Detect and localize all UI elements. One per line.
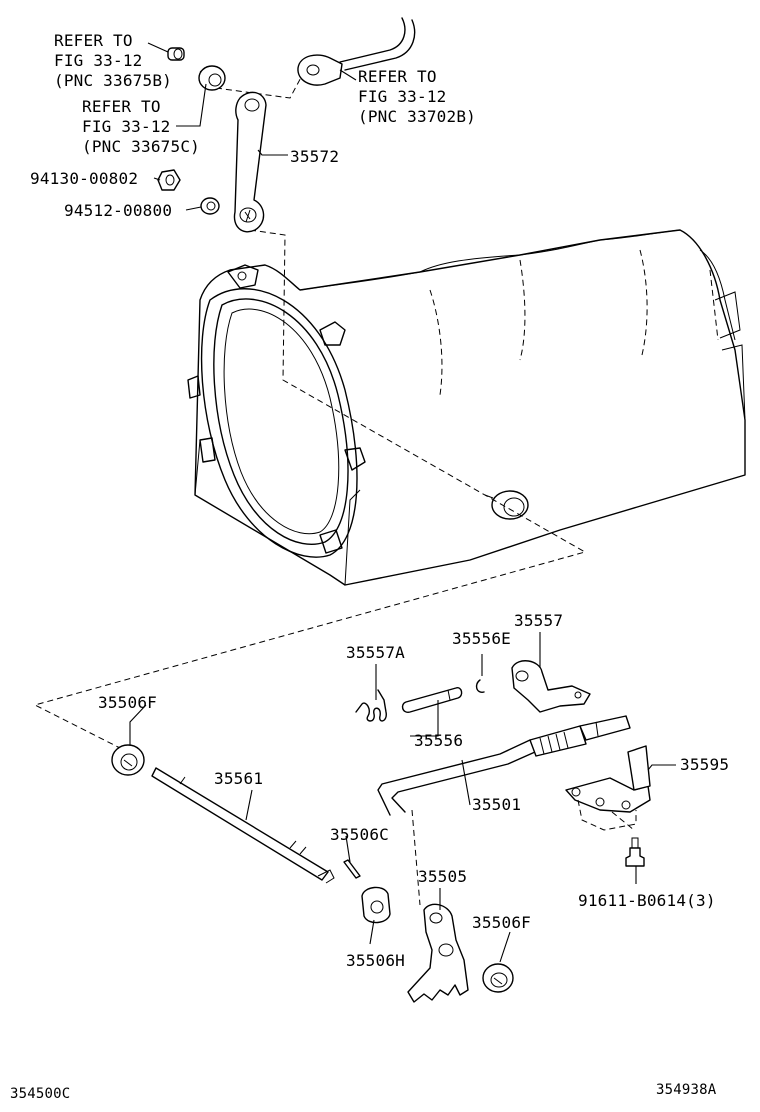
part-label-35506f-right: 35506F [472, 913, 531, 932]
manual-valve-lever-35572 [233, 91, 267, 233]
leader-lines [129, 42, 676, 963]
shift-cable-end-33702B [297, 17, 416, 86]
refer-label-33675b-line1: REFER TO [54, 31, 133, 50]
refer-label-33675b-line2: FIG 33-12 [54, 51, 143, 70]
refer-label-33675c-line1: REFER TO [82, 97, 161, 116]
refer-label-33702b-line1: REFER TO [358, 67, 437, 86]
oil-seal-35506F-left [111, 744, 145, 776]
part-label-35556: 35556 [414, 731, 463, 750]
e-clip-35556E [475, 679, 485, 693]
part-label-35557: 35557 [514, 611, 563, 630]
manual-shaft-35561 [151, 767, 335, 884]
collar-35506H [361, 886, 391, 924]
detent-plate-35505 [407, 903, 469, 1003]
refer-label-33675c-line2: FIG 33-12 [82, 117, 171, 136]
refer-label-33675b-line3: (PNC 33675B) [54, 71, 172, 90]
nut-94130 [157, 169, 181, 191]
diagram-code-right: 354938A [656, 1082, 717, 1098]
part-label-35506f-left: 35506F [98, 693, 157, 712]
oil-seal-35506F-right [482, 963, 514, 993]
bushing-33675C [198, 65, 226, 91]
diagram-code-left: 354500C [10, 1086, 70, 1102]
refer-label-33702b-line3: (PNC 33702B) [358, 107, 476, 126]
part-label-35501: 35501 [472, 795, 521, 814]
part-label-94512: 94512-00800 [64, 201, 172, 220]
assembly-guide-lines [33, 69, 635, 906]
part-label-35506h: 35506H [346, 951, 405, 970]
part-label-35561: 35561 [214, 769, 263, 788]
bracket-35595 [565, 745, 651, 831]
part-label-35556e: 35556E [452, 629, 511, 648]
part-label-35572: 35572 [290, 147, 339, 166]
part-label-35505: 35505 [418, 867, 467, 886]
pin-35556 [401, 687, 463, 713]
part-label-35506c: 35506C [330, 825, 389, 844]
part-labels: REFER TO FIG 33-12 (PNC 33675B) REFER TO… [10, 31, 729, 1102]
refer-label-33702b-line2: FIG 33-12 [358, 87, 447, 106]
transmission-housing [187, 229, 746, 586]
part-label-35557a: 35557A [346, 643, 405, 662]
spring-pin-35506C [343, 859, 361, 879]
part-label-35595: 35595 [680, 755, 729, 774]
part-label-91611: 91611-B0614(3) [578, 891, 716, 910]
detent-lever-35557 [511, 660, 591, 713]
spring-35557A [355, 689, 387, 722]
bolt-91611 [625, 837, 645, 867]
part-label-94130: 94130-00802 [30, 169, 138, 188]
washer-94512 [200, 197, 220, 215]
refer-label-33675c-line3: (PNC 33675C) [82, 137, 200, 156]
shift-rod-35501 [377, 715, 631, 816]
bushing-33675B [167, 47, 185, 61]
